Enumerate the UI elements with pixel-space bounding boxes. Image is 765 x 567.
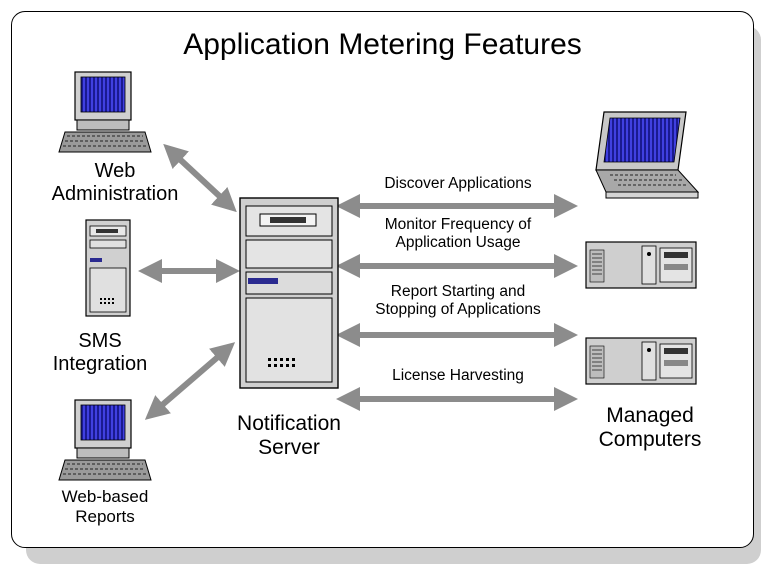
connection-label-license: License Harvesting <box>348 367 568 385</box>
web-reports-label-line1: Web-based <box>61 487 149 506</box>
arrow-web-admin <box>163 143 237 213</box>
sms-label-line2: Integration <box>52 353 148 375</box>
arrows-left <box>138 143 240 420</box>
desktop-computer-icon-2 <box>585 337 697 385</box>
web-admin-label: Web Administration <box>30 160 200 206</box>
connection-label-discover-line1: Discover Applications <box>384 175 532 192</box>
web-reports-label: Web-based Reports <box>30 487 180 526</box>
connection-label-report-line2: Stopping of Applications <box>375 300 541 318</box>
sms-label: SMS Integration <box>30 330 170 376</box>
web-admin-label-line1: Web <box>94 160 136 182</box>
connection-label-discover: Discover Applications <box>348 175 568 193</box>
web-admin-computer-icon <box>58 71 152 153</box>
connection-label-monitor: Monitor Frequency of Application Usage <box>348 216 568 252</box>
connection-label-monitor-line1: Monitor Frequency of <box>384 216 532 233</box>
notification-server-label-line2: Server <box>258 436 320 460</box>
web-reports-label-line2: Reports <box>75 506 135 526</box>
sms-label-line1: SMS <box>78 330 122 352</box>
notification-server-label-line1: Notification <box>237 412 341 435</box>
laptop-icon <box>595 111 700 199</box>
connection-label-report-line1: Report Starting and <box>390 283 526 300</box>
managed-computers-label: Managed Computers <box>570 404 730 452</box>
arrow-web-reports <box>144 342 236 420</box>
sms-server-icon <box>85 219 131 317</box>
desktop-computer-icon-1 <box>585 241 697 289</box>
notification-server-label: Notification Server <box>214 412 364 460</box>
connection-label-monitor-line2: Application Usage <box>395 233 521 251</box>
notification-server-icon <box>239 197 339 389</box>
connection-label-license-line1: License Harvesting <box>392 367 524 384</box>
diagram-title: Application Metering Features <box>183 28 582 61</box>
web-admin-label-line2: Administration <box>51 183 179 205</box>
managed-computers-label-line1: Managed <box>606 404 694 427</box>
connection-label-report: Report Starting and Stopping of Applicat… <box>348 283 568 319</box>
arrows-right <box>336 194 578 411</box>
managed-computers-label-line2: Computers <box>598 428 702 452</box>
web-reports-computer-icon <box>58 399 152 481</box>
